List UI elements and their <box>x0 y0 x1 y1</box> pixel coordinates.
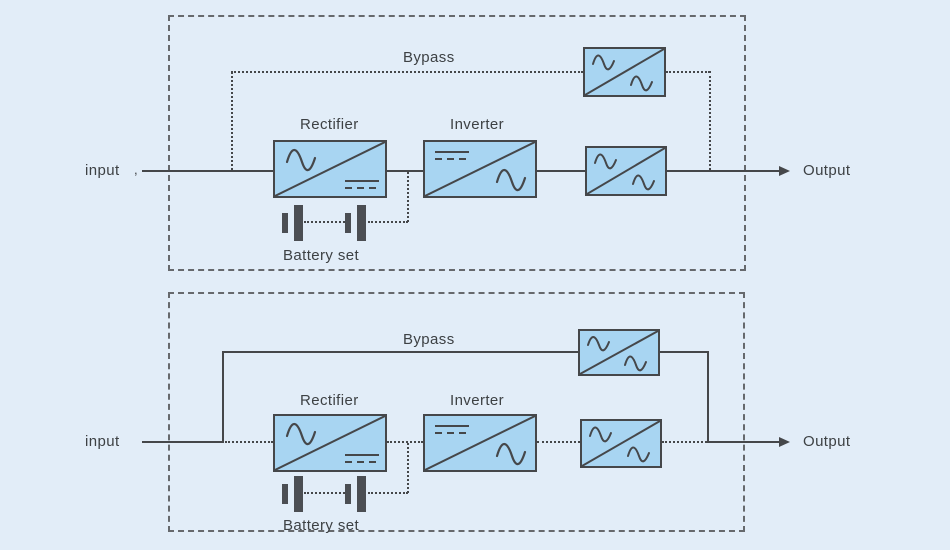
rectifier-symbol <box>275 416 385 470</box>
static-switch-symbol <box>585 49 664 95</box>
bypass-switch-out-wire <box>666 71 710 73</box>
ups-enclosure-bottom <box>168 292 745 532</box>
rectifier-symbol <box>275 142 385 196</box>
bypass-down-wire <box>707 351 709 443</box>
battery-out-wire <box>368 492 408 494</box>
diagonal-divider <box>582 421 660 466</box>
diagonal-divider <box>275 142 385 196</box>
output-label: Output <box>803 162 851 179</box>
diagonal-divider <box>275 416 385 470</box>
inverter-label: Inverter <box>450 392 505 409</box>
sine-wave-icon <box>624 355 647 372</box>
output-arrow-icon <box>779 166 790 176</box>
diagonal-divider <box>425 142 535 196</box>
output-wire <box>707 441 779 443</box>
static-switch-symbol <box>587 148 665 194</box>
bypass-label: Bypass <box>403 331 455 348</box>
stray-comma-mark: , <box>134 162 138 177</box>
output-wire <box>667 170 779 172</box>
battery-link-wire <box>304 221 345 223</box>
battery-plate-icon <box>357 205 366 241</box>
switch-join-wire <box>662 441 707 443</box>
rectifier-label: Rectifier <box>300 116 359 133</box>
input-wire <box>142 170 273 172</box>
rectifier-block <box>273 414 387 472</box>
bypass-wire <box>222 351 578 353</box>
battery-tap-wire <box>407 172 409 222</box>
static-switch-symbol <box>580 331 658 374</box>
diagonal-divider <box>580 331 658 374</box>
inverter-switch-wire <box>537 441 580 443</box>
output-static-switch-block <box>585 146 667 196</box>
rectifier-inverter-wire <box>387 441 423 443</box>
sine-wave-icon <box>630 75 653 92</box>
battery-plate-icon <box>345 213 351 233</box>
bypass-switch-out-wire <box>659 351 709 353</box>
battery-set-label: Battery set <box>283 247 360 264</box>
battery-plate-icon <box>294 476 303 512</box>
inverter-symbol <box>425 416 535 470</box>
sine-wave-icon <box>627 446 650 463</box>
diagonal-divider <box>425 416 535 470</box>
bypass-static-switch-block <box>583 47 666 97</box>
inverter-switch-wire <box>537 170 585 172</box>
battery-link-wire <box>304 492 345 494</box>
input-label: input <box>85 162 120 179</box>
rectifier-label: Rectifier <box>300 392 359 409</box>
input-label: input <box>85 433 120 450</box>
static-switch-symbol <box>582 421 660 466</box>
battery-plate-icon <box>294 205 303 241</box>
ups-enclosure-top <box>168 15 746 271</box>
sine-wave-icon <box>495 168 527 192</box>
rectifier-block <box>273 140 387 198</box>
sine-wave-icon <box>632 174 655 191</box>
battery-plate-icon <box>282 484 288 504</box>
bypass-static-switch-block <box>578 329 660 376</box>
sine-wave-icon <box>495 442 527 466</box>
output-arrow-icon <box>779 437 790 447</box>
inverter-block <box>423 140 537 198</box>
battery-plate-icon <box>345 484 351 504</box>
sine-wave-icon <box>587 336 610 352</box>
battery-set-label: Battery set <box>283 517 360 534</box>
battery-out-wire <box>368 221 408 223</box>
output-static-switch-block <box>580 419 662 468</box>
sine-wave-icon <box>285 148 317 172</box>
battery-plate-icon <box>357 476 366 512</box>
inverter-label: Inverter <box>450 116 505 133</box>
output-label: Output <box>803 433 851 450</box>
inverter-symbol <box>425 142 535 196</box>
bypass-down-wire <box>709 71 711 170</box>
input-wire <box>142 441 223 443</box>
diagonal-divider <box>587 148 665 194</box>
sine-wave-icon <box>592 54 615 71</box>
bypass-label: Bypass <box>403 49 455 66</box>
inverter-block <box>423 414 537 472</box>
sine-wave-icon <box>589 426 612 443</box>
sine-wave-icon <box>594 153 617 170</box>
bypass-wire <box>231 71 583 73</box>
battery-plate-icon <box>282 213 288 233</box>
diagonal-divider <box>585 49 664 95</box>
bypass-riser-wire <box>222 351 224 443</box>
bypass-tap-wire <box>231 72 233 170</box>
input-rectifier-wire <box>225 441 273 443</box>
rectifier-inverter-wire <box>387 170 423 172</box>
sine-wave-icon <box>285 422 317 446</box>
battery-tap-wire <box>407 443 409 493</box>
